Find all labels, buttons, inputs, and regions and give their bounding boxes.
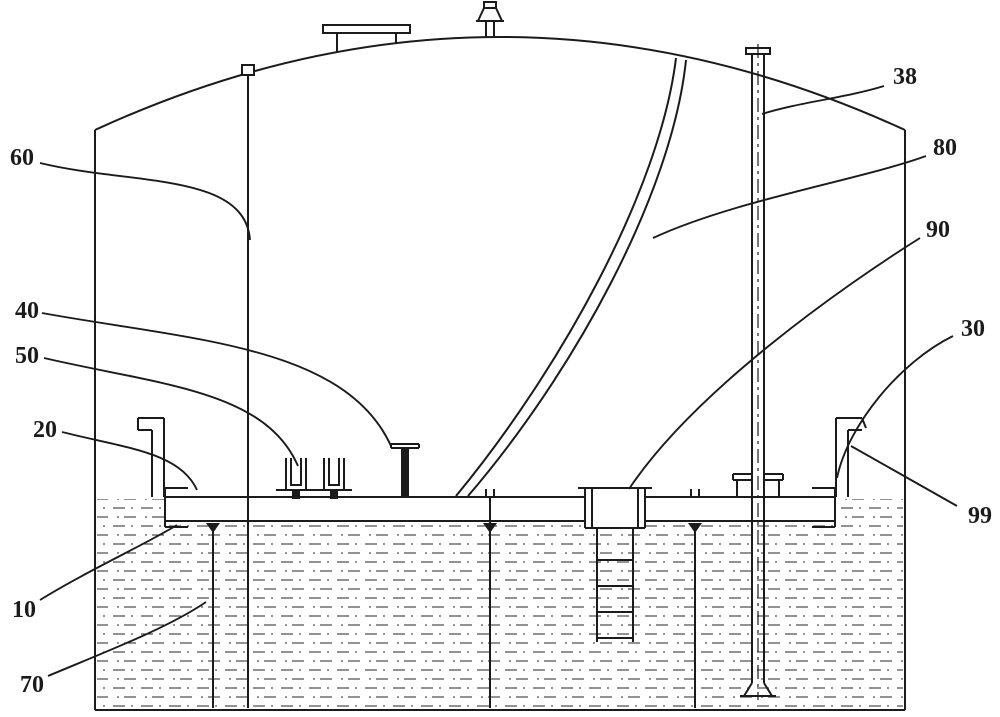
hatch-plate (322, 24, 411, 34)
support-leg-2-head (483, 523, 497, 533)
manhole-ladder (596, 528, 634, 642)
leader-50 (43, 357, 299, 467)
t-vent-stem (401, 448, 409, 497)
leader-99 (850, 445, 958, 507)
leader-90 (628, 237, 921, 490)
label-60: 60 (10, 145, 34, 171)
label-70: 70 (20, 672, 44, 698)
leader-40 (41, 312, 392, 447)
cup2-foot (330, 490, 338, 499)
tank-dome-roof (94, 36, 906, 131)
guide-pole-roof-mount (241, 64, 255, 76)
support-leg-1-head (206, 523, 220, 533)
cup2-inner (328, 458, 340, 486)
leader-80 (652, 155, 927, 239)
leader-60 (39, 162, 251, 241)
guide-pole (241, 64, 255, 708)
cup1-foot (292, 490, 300, 499)
support-column-38 (732, 44, 784, 700)
label-90: 90 (926, 217, 950, 243)
support-leg-3-head (688, 523, 702, 533)
liquid-left-rim-gap (97, 499, 165, 523)
leader-10 (39, 524, 178, 601)
left-bent-standpipe (137, 417, 165, 497)
roof-vent (476, 1, 504, 37)
label-20: 20 (33, 417, 57, 443)
liquid-right-rim-gap (835, 499, 903, 523)
label-38: 38 (893, 64, 917, 90)
reference-numerals: 60 40 50 20 10 70 38 80 90 30 99 (10, 64, 992, 698)
deck-cup-fittings (276, 458, 352, 499)
deck-support-legs (206, 497, 702, 708)
flexible-cable (455, 57, 687, 497)
dome-hatch (322, 24, 411, 52)
deck-t-vent (390, 443, 420, 497)
label-30: 30 (961, 316, 985, 342)
cup1-inner (290, 458, 302, 486)
label-10: 10 (12, 597, 36, 623)
deck-manhole (578, 487, 652, 642)
cable-line-outer (455, 57, 677, 497)
vent-cap (476, 7, 504, 22)
label-80: 80 (933, 135, 957, 161)
label-50: 50 (15, 343, 39, 369)
cable-line-inner (467, 59, 687, 497)
leader-20 (61, 431, 198, 491)
stored-liquid (97, 499, 903, 707)
liquid-below-deck (97, 523, 903, 707)
right-bent-standpipe (835, 417, 867, 497)
label-40: 40 (15, 298, 39, 324)
tank-shell (94, 36, 906, 711)
leader-30 (836, 335, 954, 479)
leader-38 (761, 85, 885, 115)
label-99: 99 (968, 503, 992, 529)
manhole-interior (585, 488, 645, 528)
leader-lines (39, 85, 958, 677)
leader-70 (47, 601, 207, 677)
floating-deck (164, 487, 836, 528)
